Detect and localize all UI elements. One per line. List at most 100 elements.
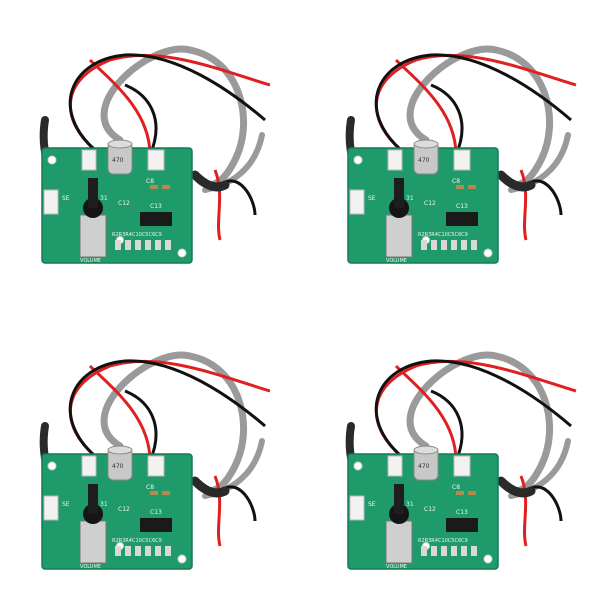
silk-c13: C13 [456, 509, 468, 516]
smd-part [145, 546, 151, 556]
black-wire [374, 359, 572, 458]
mount-hole [177, 248, 187, 258]
silk-volume: VOLUME [80, 258, 101, 264]
smd-part [461, 240, 467, 250]
capacitor-top [107, 139, 133, 149]
knob-shaft [394, 178, 404, 208]
silk-31: 31 [406, 501, 414, 508]
black-wire [68, 359, 266, 458]
jst-connector [81, 149, 97, 171]
mount-hole [483, 554, 493, 564]
smd-part [115, 240, 121, 250]
silk-c13: C13 [150, 509, 162, 516]
black-wire-2 [430, 389, 464, 462]
black-wire-2 [124, 83, 158, 156]
red-wire-lead [213, 169, 222, 241]
smd-part [165, 240, 171, 250]
jst-connector [453, 455, 471, 477]
black-wire [68, 53, 266, 152]
smd-part [471, 546, 477, 556]
potentiometer-body [79, 214, 107, 258]
gray-cable [100, 45, 248, 189]
smd-part [150, 185, 158, 189]
smd-part [471, 240, 477, 250]
capacitor-top [413, 445, 439, 455]
smd-part [162, 491, 170, 495]
potentiometer-body [385, 520, 413, 564]
mount-hole [47, 155, 57, 165]
smd-part [155, 240, 161, 250]
cap-value-label: 470 [112, 157, 124, 164]
smd-part [461, 546, 467, 556]
amplifier-chip [446, 212, 478, 226]
gray-cable [100, 351, 248, 495]
silk-c13: C13 [456, 203, 468, 210]
silk-volume: VOLUME [386, 258, 407, 264]
smd-part [451, 240, 457, 250]
black-wire-2 [124, 389, 158, 462]
smd-part [145, 240, 151, 250]
mount-hole [353, 461, 363, 471]
smd-part [165, 546, 171, 556]
jst-connector [147, 455, 165, 477]
silk-se: SE [62, 195, 70, 202]
red-wire-lead [213, 475, 222, 547]
smd-part [135, 546, 141, 556]
amplifier-board-module: 470 C8 C12 C13 R2R3R4C10C5C6C9 VOLUME SE… [0, 0, 306, 306]
capacitor-top [107, 445, 133, 455]
silk-resistor-row: R2R3R4C10C5C6C9 [418, 538, 468, 544]
mount-hole [177, 554, 187, 564]
amplifier-board-graphic: 470 C8 C12 C13 R2R3R4C10C5C6C9 VOLUME SE… [39, 45, 271, 264]
heat-shrink-2 [190, 476, 230, 498]
mount-hole [353, 155, 363, 165]
mount-hole [483, 248, 493, 258]
smd-part [468, 185, 476, 189]
silk-se: SE [62, 501, 70, 508]
smd-part [115, 546, 121, 556]
jst-connector [43, 189, 59, 215]
knob-shaft [88, 178, 98, 208]
smd-part [451, 546, 457, 556]
silk-c12: C12 [424, 200, 436, 207]
silk-c13: C13 [150, 203, 162, 210]
red-wire-2 [88, 364, 152, 462]
capacitor-top [413, 139, 439, 149]
red-wire-2 [88, 58, 152, 156]
red-wire-lead [519, 475, 528, 547]
silk-c8: C8 [452, 178, 460, 185]
amplifier-board-graphic: 470 C8 C12 C13 R2R3R4C10C5C6C9 VOLUME SE… [39, 351, 271, 570]
jst-connector [453, 149, 471, 171]
knob-shaft [88, 484, 98, 514]
smd-part [431, 546, 437, 556]
heat-shrink-2 [496, 476, 536, 498]
silk-31: 31 [406, 195, 414, 202]
smd-part [125, 546, 131, 556]
silk-c8: C8 [146, 484, 154, 491]
amplifier-chip [140, 518, 172, 532]
amplifier-board-module: 470 C8 C12 C13 R2R3R4C10C5C6C9 VOLUME SE… [306, 0, 612, 306]
smd-part [125, 240, 131, 250]
silk-31: 31 [100, 501, 108, 508]
silk-c12: C12 [424, 506, 436, 513]
amplifier-board-graphic: 470 C8 C12 C13 R2R3R4C10C5C6C9 VOLUME SE… [345, 351, 577, 570]
silk-volume: VOLUME [80, 564, 101, 570]
silk-31: 31 [100, 195, 108, 202]
jst-connector [147, 149, 165, 171]
silk-resistor-row: R2R3R4C10C5C6C9 [112, 232, 162, 238]
heat-shrink-2 [190, 170, 230, 192]
amplifier-board-graphic: 470 C8 C12 C13 R2R3R4C10C5C6C9 VOLUME SE… [345, 45, 577, 264]
silk-resistor-row: R2R3R4C10C5C6C9 [112, 538, 162, 544]
smd-part [456, 491, 464, 495]
black-wire [374, 53, 572, 152]
red-wire-lead [519, 169, 528, 241]
potentiometer-body [385, 214, 413, 258]
smd-part [431, 240, 437, 250]
smd-part [421, 240, 427, 250]
cap-value-label: 470 [112, 463, 124, 470]
silk-se: SE [368, 501, 376, 508]
smd-part [456, 185, 464, 189]
cap-value-label: 470 [418, 157, 430, 164]
jst-connector [349, 189, 365, 215]
jst-connector [387, 149, 403, 171]
smd-part [421, 546, 427, 556]
